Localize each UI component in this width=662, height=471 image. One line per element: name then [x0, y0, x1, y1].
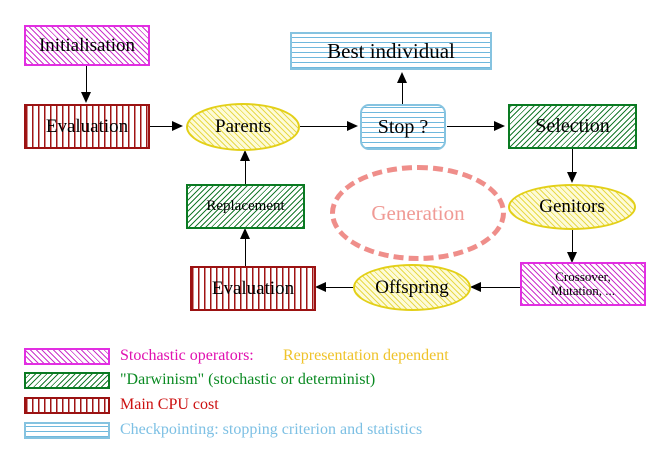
node-initialisation-label: Initialisation: [38, 34, 136, 56]
edge-evaluation-to-replacement: [245, 230, 246, 266]
arrowhead-down-genitors: [567, 172, 577, 183]
node-best-individual[interactable]: Best individual: [290, 32, 492, 70]
legend-swatch-darwinism: [24, 372, 110, 389]
edge-stop-to-best-individual: [402, 74, 403, 106]
arrowhead-right-stop: [347, 121, 358, 131]
node-crossover-label-line2: Mutation, ...: [551, 283, 615, 298]
edge-offspring-to-evaluation: [317, 287, 355, 288]
node-genitors[interactable]: Genitors: [508, 184, 636, 230]
edge-crossover-to-offspring: [472, 287, 520, 288]
node-evaluation-top[interactable]: Evaluation: [24, 104, 150, 149]
arrowhead-up-parents: [240, 150, 250, 161]
node-offspring[interactable]: Offspring: [353, 264, 471, 311]
node-replacement[interactable]: Replacement: [186, 184, 305, 229]
legend-swatch-stochastic-operators: [24, 348, 110, 365]
arrowhead-left-evaluation-bottom: [315, 282, 326, 292]
edge-replacement-to-parents: [245, 152, 246, 184]
node-selection-label: Selection: [535, 115, 610, 137]
edge-evaluation-to-parents: [150, 126, 180, 127]
node-stop[interactable]: Stop ?: [360, 104, 446, 150]
legend-swatch-main-cpu-cost: [24, 397, 110, 414]
edge-stop-to-selection: [447, 126, 503, 127]
node-best-individual-label: Best individual: [327, 38, 455, 63]
legend-label-checkpointing: Checkpointing: stopping criterion and st…: [120, 421, 423, 438]
edge-genitors-to-crossover: [572, 228, 573, 260]
edge-initialisation-to-evaluation: [86, 66, 87, 94]
legend-label-stochastic-operators: Stochastic operators:: [120, 347, 254, 364]
arrowhead-down-evaluation-top: [81, 92, 91, 103]
node-evaluation-bottom[interactable]: Evaluation: [190, 266, 316, 311]
node-crossover-mutation[interactable]: Crossover, Mutation, ...: [520, 262, 646, 306]
legend-label-representation-dependent: Representation dependent: [283, 347, 449, 364]
node-generation-label: Generation: [371, 200, 465, 225]
node-parents-label: Parents: [215, 116, 271, 138]
edge-parents-to-stop: [300, 126, 356, 127]
arrowhead-down-crossover: [567, 252, 577, 263]
legend-swatch-checkpointing: [24, 422, 110, 439]
node-offspring-label: Offspring: [375, 276, 449, 298]
node-crossover-label-line1: Crossover,: [555, 269, 611, 285]
node-parents[interactable]: Parents: [186, 103, 300, 151]
legend-label-main-cpu-cost: Main CPU cost: [120, 396, 219, 413]
arrowhead-up-best-individual: [397, 72, 407, 83]
node-evaluation-bottom-label: Evaluation: [211, 277, 295, 299]
arrowhead-left-offspring: [470, 282, 481, 292]
arrowhead-right-selection: [494, 121, 505, 131]
legend-label-darwinism: "Darwinism" (stochastic or determinist): [120, 371, 376, 388]
node-selection[interactable]: Selection: [508, 104, 637, 149]
node-generation-annotation: Generation: [330, 165, 506, 261]
edge-selection-to-genitors: [572, 148, 573, 180]
arrowhead-up-replacement: [240, 228, 250, 239]
node-replacement-label: Replacement: [206, 197, 285, 214]
arrowhead-right-parents: [172, 121, 183, 131]
node-initialisation[interactable]: Initialisation: [24, 25, 150, 66]
node-evaluation-top-label: Evaluation: [45, 115, 129, 137]
node-genitors-label: Genitors: [539, 196, 605, 218]
node-stop-label: Stop ?: [377, 115, 429, 138]
